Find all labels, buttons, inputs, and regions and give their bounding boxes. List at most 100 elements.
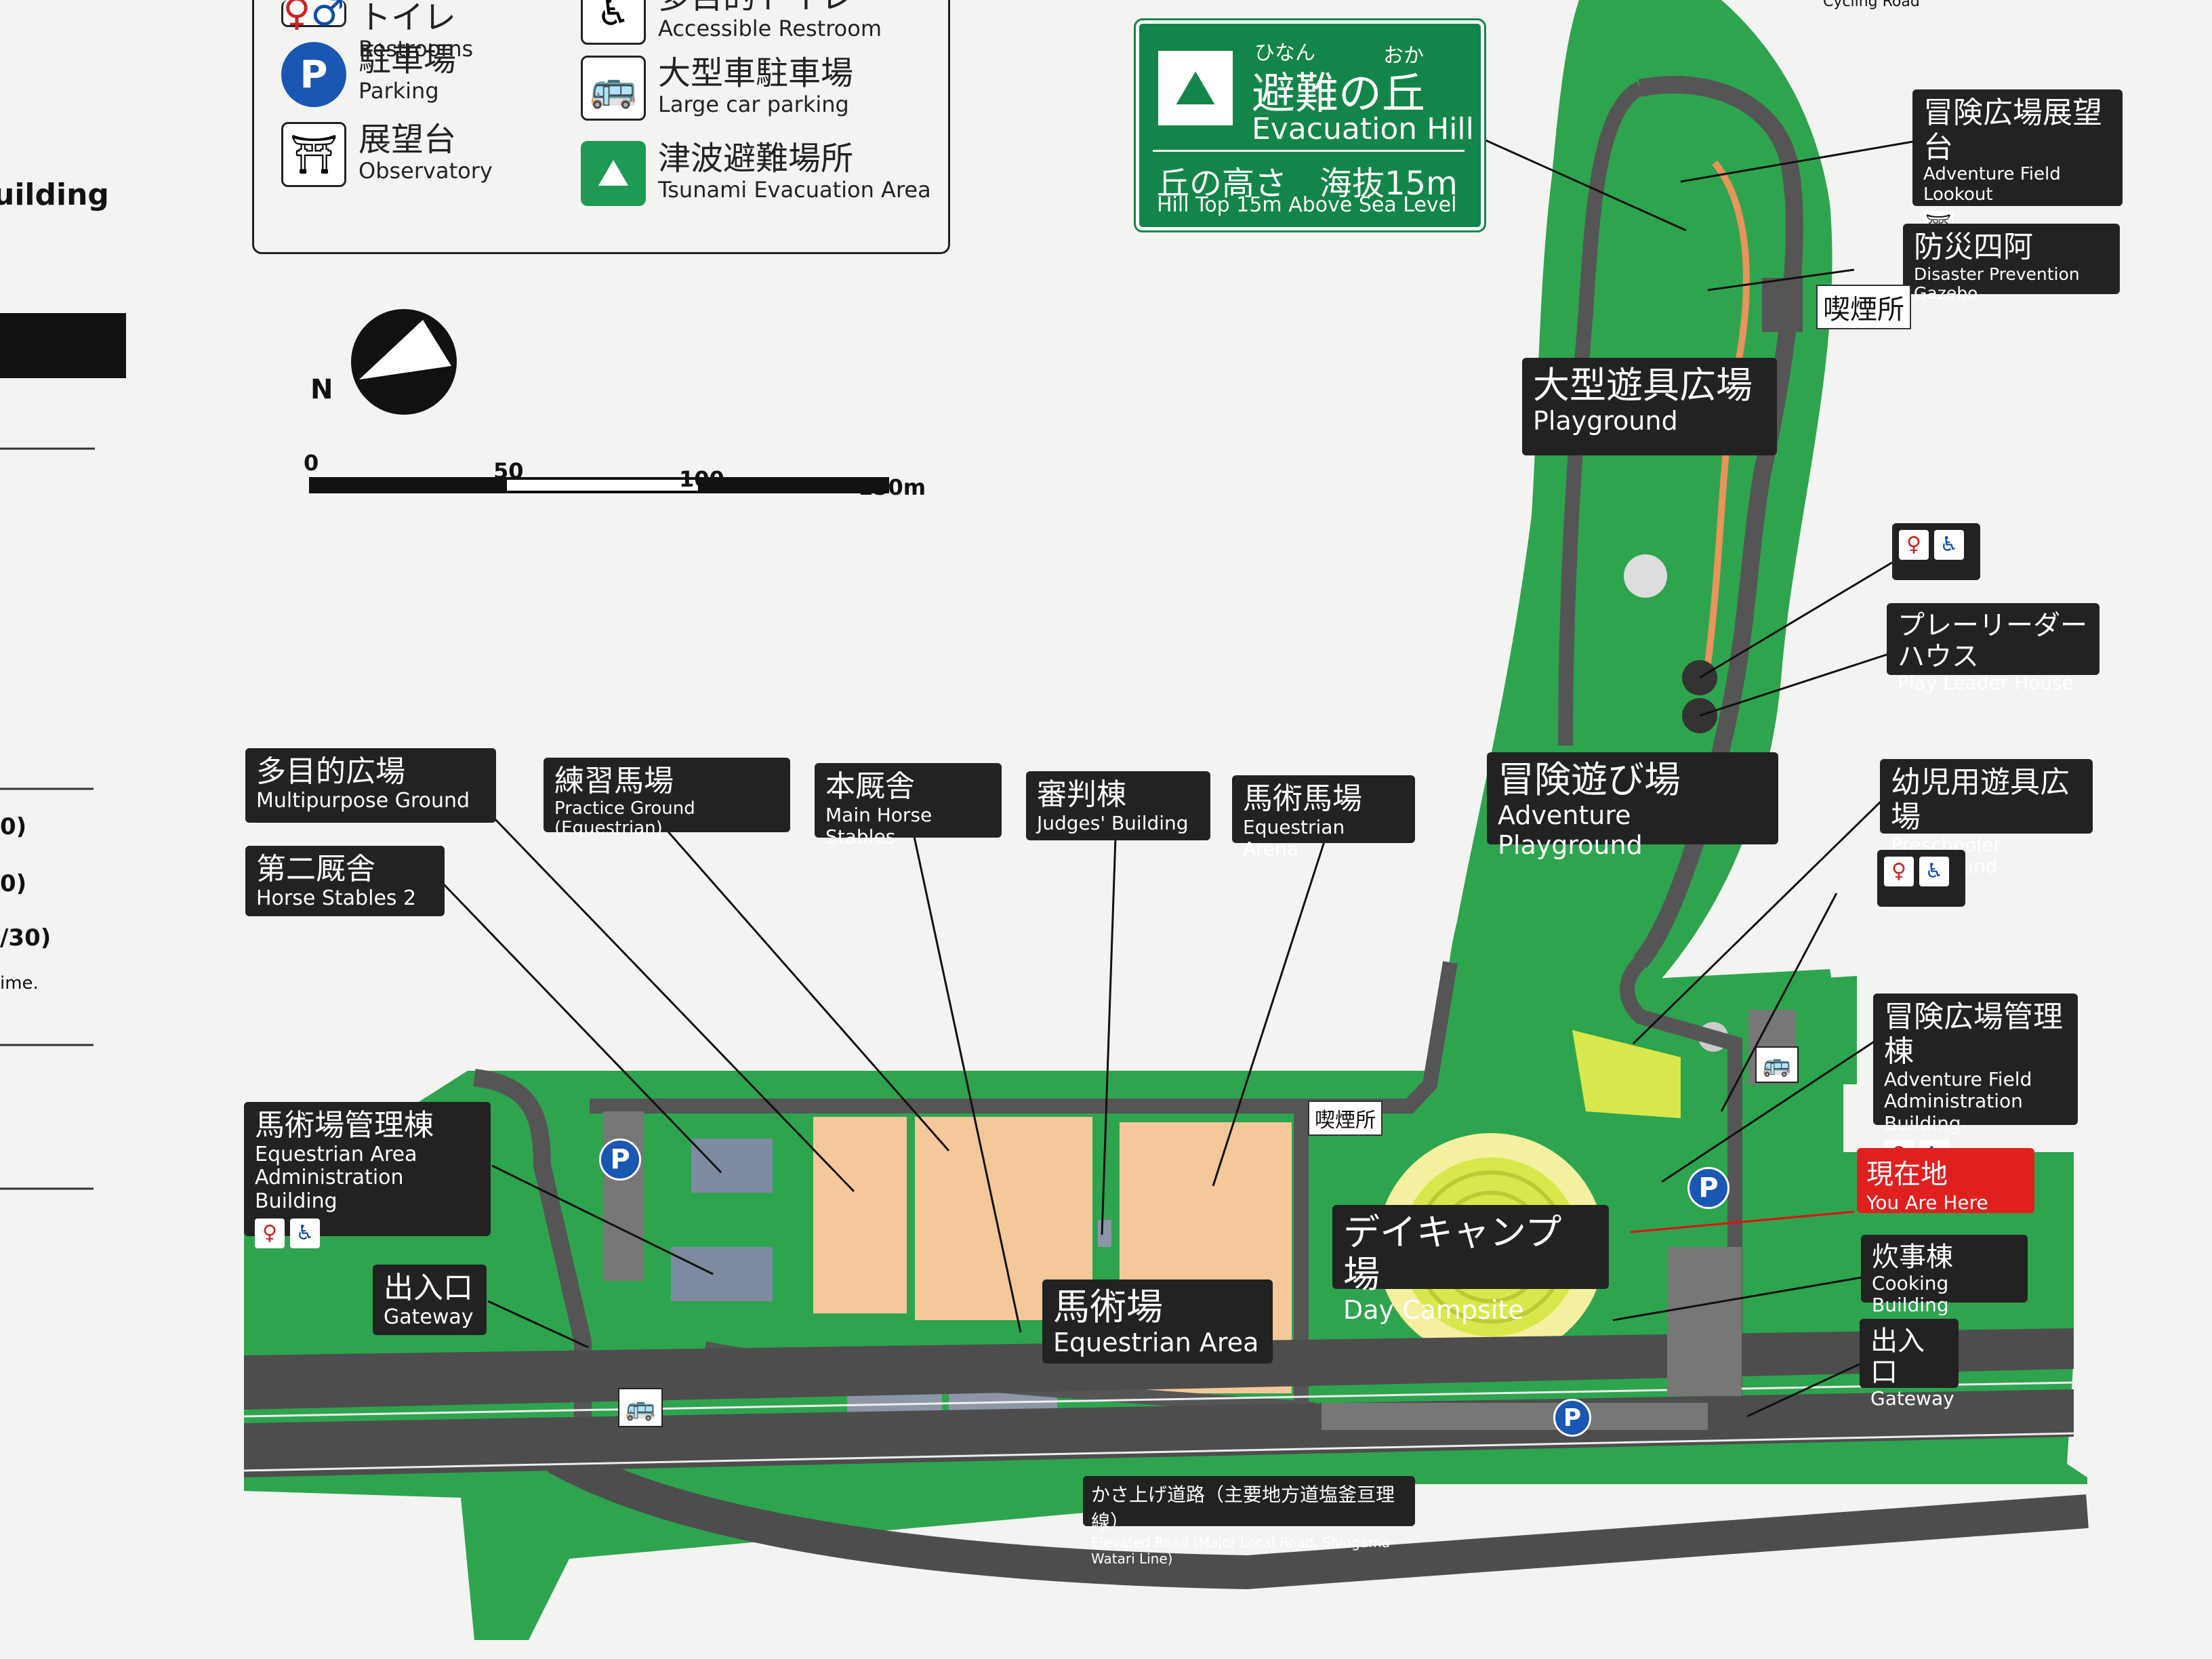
legend-parking-en: Parking [359,77,439,104]
practice-ground-label: 練習馬場 Practice Ground (Equestrian) [544,758,790,838]
scale-bar [309,477,889,493]
adventure-playground-en: Adventure Playground [1498,800,1643,860]
equestrian-admin-label: 馬術場管理棟 Equestrian Area Administration Bu… [244,1102,491,1249]
restroom-icon: ♀ [1899,530,1929,560]
left-panel-line-3: /30) [0,924,52,951]
equestrian-admin-jp: 馬術場管理棟 [255,1108,434,1143]
bus-icon: 🚌 [1755,1046,1799,1083]
cooking-en: Cooking Building [1872,1272,1949,1317]
adventure-playground-jp: 冒険遊び場 [1498,758,1681,801]
judges-jp: 審判棟 [1037,777,1126,812]
equestrian-admin-en-2: Administration Building [255,1166,404,1213]
restroom-icon: ♀♂ [281,0,346,35]
legend-tsunami-en: Tsunami Evacuation Area [658,176,931,203]
elevated-road-jp: かさ上げ道路（主要地方道塩釜亘理線） [1091,1483,1395,1533]
legend-tsunami-jp: 津波避難場所 [658,140,854,178]
wheelchair-icon: ♿ [1919,857,1949,886]
legend-observatory-en: Observatory [359,157,493,184]
legend-observatory-jp: 展望台 [359,121,457,159]
bus-icon: 🚌 [581,56,646,121]
legend-restrooms-jp: トイレ [359,0,457,37]
legend-bus-en: Large car parking [658,91,849,117]
parking-icon: P [599,1139,641,1181]
playground-en: Playground [1533,406,1678,436]
practice-en: Practice Ground (Equestrian) [554,798,695,839]
equestrian-area-en: Equestrian Area [1053,1328,1259,1358]
left-panel-line-4: ime. [0,973,39,994]
equestrian-area-jp: 馬術場 [1053,1286,1163,1328]
multipurpose-ground-label: 多目的広場 Multipurpose Ground [245,748,496,823]
stables2-jp: 第二厩舎 [256,852,375,886]
preschooler-playground-label: 幼児用遊具広場 Preschooler Playground [1880,759,2093,878]
adventure-playground-label: 冒険遊び場 Adventure Playground [1487,752,1778,860]
equestrian-area-label: 馬術場 Equestrian Area [1042,1279,1273,1364]
left-panel-line-1: 0) [0,813,27,840]
gateway-east-jp: 出入口 [1870,1326,1925,1388]
legend-bus-jp: 大型車駐車場 [658,54,854,92]
judges-building-label: 審判棟 Judges' Building [1026,771,1210,840]
lookout-en: Adventure Field Lookout [1923,164,2061,205]
legend-accessible-restroom: ♿ 多目的トイレAccessible Restroom [581,0,882,45]
adventure-admin-en-1: Adventure Field [1884,1068,2032,1091]
observatory-icon: ⛩ [281,122,346,187]
hill-area [1448,0,1832,1057]
cycling-road-text: Cycling Road [1823,0,1920,10]
parking-icon: P [1687,1167,1729,1209]
adventure-admin-jp: 冒険広場管理棟 [1884,1000,2063,1069]
evac-height-jp: 丘の高さ 海抜15m [1157,165,1458,203]
arena-en: Equestrian Arena [1243,815,1345,860]
leader-lines [441,138,1925,1418]
restroom-icon: ♀ [1884,857,1914,886]
evacuation-hill-icon: ⛰ [1158,51,1233,125]
main-horse-stables-label: 本厩舎 Main Horse Stables [815,763,1002,847]
north-arrow [351,309,457,415]
wheelchair-icon: ♿ [581,0,646,45]
disaster-prevention-gazebo-label: 防災四阿 Disaster Prevention Gazebo [1903,224,2120,303]
legend-accessible-en: Accessible Restroom [658,15,882,41]
gazebo-jp: 防災四阿 [1914,230,2033,264]
cooking-jp: 炊事棟 [1872,1242,1953,1273]
you-are-here-label: 現在地 You Are Here [1857,1148,2034,1214]
wheelchair-icon: ♿ [1934,530,1964,560]
playground-jp: 大型遊具広場 [1533,364,1753,407]
you-are-here-jp: 現在地 [1866,1159,1948,1190]
day-campsite-jp: デイキャンプ場 [1343,1211,1562,1296]
parking-icon: P [281,42,346,107]
legend-parking-jp: 駐車場 [359,41,457,79]
you-are-here-en: You Are Here [1866,1191,1988,1214]
cooking-building-label: 炊事棟 Cooking Building [1861,1235,2028,1316]
elevated-road-label: かさ上げ道路（主要地方道塩釜亘理線） Elevated Road (Major … [1083,1476,1415,1567]
restroom-icon: ♀ [255,1218,285,1249]
evac-ruby-hinan: ひなん [1254,41,1315,65]
preschooler-jp: 幼児用遊具広場 [1891,765,2070,834]
equestrian-admin-en-1: Equestrian Area [255,1142,417,1166]
smoking-area-label-north: 喫煙所 [1816,285,1911,329]
scale-tick-150: 150m [858,474,926,500]
multipurpose-en: Multipurpose Ground [256,788,470,813]
play-leader-house-label: プレーリーダーハウス Play Leader House [1887,603,2100,694]
north-label: N [310,374,333,405]
scale-tick-50: 50 [493,458,524,484]
scale-tick-100: 100 [679,466,724,492]
play-leader-en: Play Leader House [1898,672,2074,694]
restroom-icons-preschool: ♀♿ [1877,850,1965,907]
gazebo-en: Disaster Prevention Gazebo [1914,264,2080,304]
left-info-panel [0,313,126,1190]
play-leader-jp: プレーリーダーハウス [1898,610,2087,672]
evac-height-en: Hill Top 15m Above Sea Level [1157,193,1457,217]
evac-title-en: Evacuation Hill [1252,112,1474,146]
equestrian-arena-label: 馬術馬場 Equestrian Arena [1232,775,1415,859]
evacuation-hill-sign: ⛰ ひなん おか 避難の丘 Evacuation Hill 丘の高さ 海抜15m… [1134,18,1486,232]
playground-label: 大型遊具広場 Playground [1522,358,1777,455]
lookout-jp: 冒険広場展望台 [1923,96,2102,165]
wheelchair-icon: ♿ [290,1218,320,1249]
bus-icon: 🚌 [618,1388,663,1427]
legend-restrooms-en: Restrooms [359,35,474,62]
arena-jp: 馬術馬場 [1243,781,1362,816]
legend-accessible-jp: 多目的トイレ [658,0,882,16]
left-panel-building-text: uilding [0,178,109,212]
